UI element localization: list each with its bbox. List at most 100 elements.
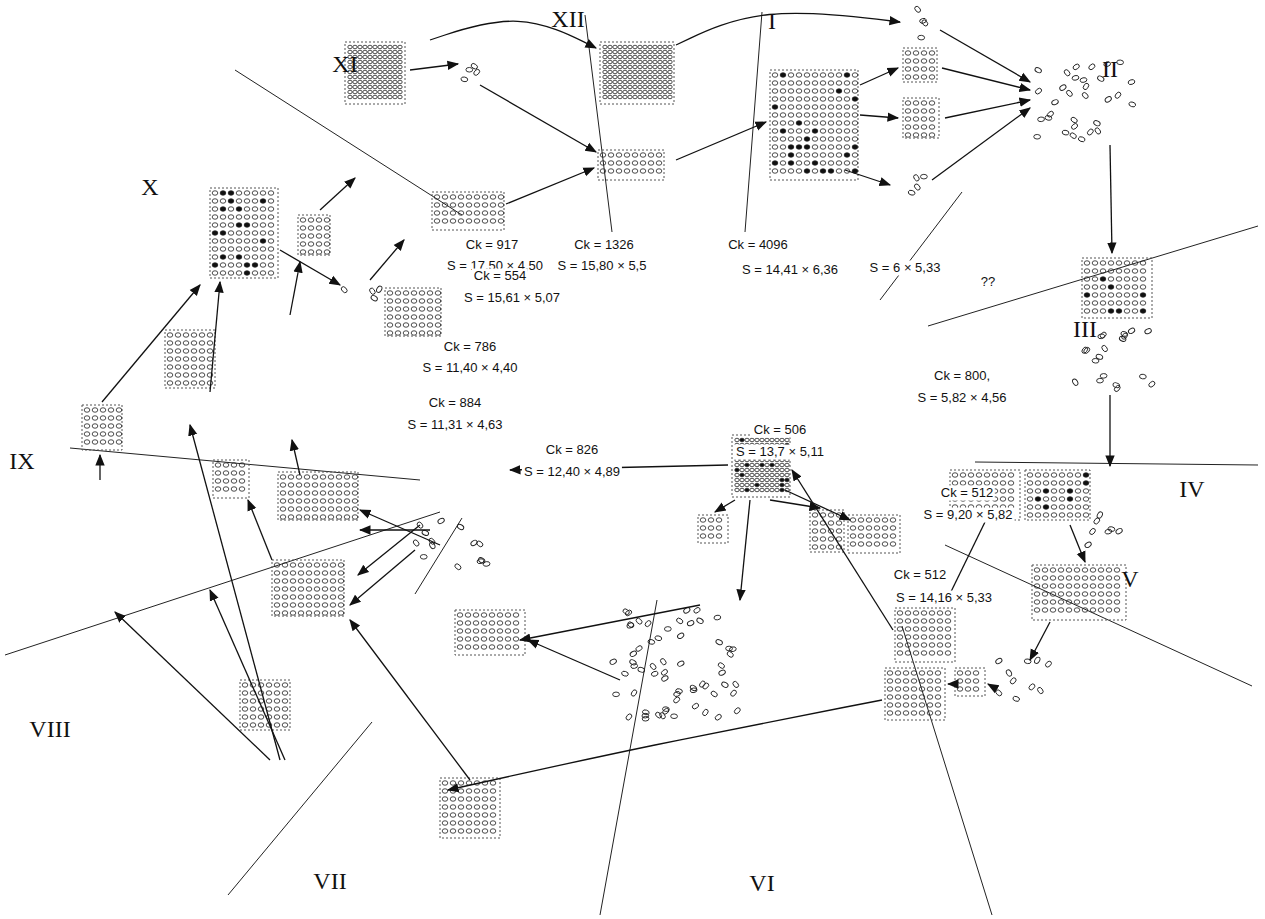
egg-cluster — [600, 42, 674, 104]
measurement-label: ?? — [979, 275, 997, 290]
measurement-label: S = 14,16 × 5,33 — [894, 591, 994, 606]
sector-numeral: IX — [7, 448, 36, 476]
transition-arrow — [210, 282, 220, 392]
measurement-label: Ck = 554 — [472, 269, 528, 284]
transition-arrow — [676, 122, 766, 160]
transition-arrow — [860, 68, 898, 85]
measurement-label: S = 11,31 × 4,63 — [405, 418, 504, 433]
sector-numeral: VI — [747, 870, 776, 898]
measurement-label: Ck = 917 — [464, 238, 520, 253]
sector-line — [945, 545, 1252, 686]
egg-cluster — [432, 192, 504, 230]
egg-cluster — [1025, 470, 1090, 520]
transition-arrow — [248, 500, 272, 560]
sector-line — [5, 512, 440, 655]
sector-numeral: II — [1100, 56, 1120, 84]
egg-cluster — [298, 215, 330, 255]
transition-arrow — [320, 178, 355, 210]
sector-numeral: I — [766, 8, 778, 36]
transition-arrow — [448, 700, 882, 790]
transition-arrow — [715, 500, 735, 512]
measurement-label: S = 15,80 × 5,5 — [556, 259, 649, 274]
measurement-label: S = 14,41 × 6,36 — [740, 263, 840, 278]
egg-cluster — [995, 656, 1053, 702]
sector-numeral: VIII — [27, 716, 72, 744]
measurement-label: Ck = 786 — [442, 340, 498, 355]
measurement-label: S = 9,20 × 5,82 — [922, 508, 1015, 523]
sector-line — [70, 448, 420, 480]
transition-arrow — [350, 620, 470, 780]
transition-arrow — [506, 168, 594, 204]
measurement-label: Ck = 884 — [427, 396, 483, 411]
transition-arrow — [190, 425, 280, 760]
transition-arrow — [1070, 525, 1085, 562]
sector-numeral: X — [139, 174, 160, 202]
transition-arrow — [942, 68, 1030, 90]
transition-arrow — [210, 590, 285, 760]
sector-numeral: V — [1119, 566, 1140, 594]
egg-cluster — [848, 515, 900, 553]
transition-arrow — [792, 470, 893, 630]
egg-cluster — [903, 98, 939, 138]
measurement-label: Ck = 826 — [544, 443, 600, 458]
transition-arrow — [480, 85, 596, 152]
transition-arrow — [410, 64, 458, 70]
transition-arrow — [770, 500, 820, 508]
egg-cluster — [455, 610, 525, 655]
sector-line — [880, 192, 962, 300]
transition-arrow — [860, 115, 898, 118]
egg-cluster — [654, 687, 697, 719]
measurement-label: Ck = 800, — [932, 369, 992, 384]
egg-cluster — [210, 188, 278, 278]
egg-cluster — [885, 668, 945, 720]
sector-line — [235, 70, 462, 215]
egg-cluster — [82, 405, 122, 450]
egg-cluster — [213, 460, 249, 498]
transition-arrow — [676, 13, 900, 45]
egg-cluster — [698, 515, 728, 543]
transition-arrow — [520, 605, 700, 640]
egg-cluster — [440, 778, 500, 838]
egg-cluster — [278, 472, 358, 520]
transition-arrow — [99, 455, 100, 480]
transition-arrow — [785, 490, 850, 520]
transition-arrow — [350, 550, 415, 605]
egg-cluster — [1082, 258, 1152, 318]
transition-arrow — [740, 500, 750, 600]
egg-cluster — [598, 150, 664, 180]
sector-line — [975, 462, 1258, 465]
egg-clusters — [82, 5, 1156, 838]
sector-numeral: III — [1071, 316, 1099, 344]
egg-cluster — [895, 608, 955, 662]
transition-arrow — [360, 529, 430, 530]
measurement-label: Ck = 512 — [939, 486, 995, 501]
measurement-label: Ck = 1326 — [572, 238, 636, 253]
egg-cluster — [609, 606, 741, 721]
measurement-label: S = 5,82 × 4,56 — [916, 391, 1009, 406]
sector-line — [745, 12, 762, 232]
sector-line — [928, 226, 1258, 326]
egg-cluster — [955, 668, 985, 696]
sector-line — [585, 15, 612, 232]
egg-cluster — [385, 288, 441, 336]
transition-arrow — [945, 100, 1030, 118]
transition-arrow — [932, 108, 1030, 180]
transition-arrow — [1110, 145, 1112, 253]
measurement-label: Ck = 4096 — [726, 238, 790, 253]
transition-arrow — [988, 684, 995, 688]
measurement-label: S = 6 × 5,33 — [868, 261, 943, 276]
transition-arrow — [940, 30, 1030, 82]
egg-cluster — [412, 517, 490, 570]
egg-cluster — [1032, 565, 1126, 620]
sector-line — [902, 626, 992, 915]
sector-line — [228, 722, 372, 895]
transition-arrow — [528, 640, 620, 680]
transition-arrow — [845, 170, 890, 185]
sector-numeral: VII — [311, 868, 348, 896]
measurement-label: S = 12,40 × 4,89 — [522, 465, 622, 480]
sector-line — [600, 600, 657, 915]
egg-cluster — [903, 48, 937, 82]
egg-cluster — [165, 330, 215, 388]
